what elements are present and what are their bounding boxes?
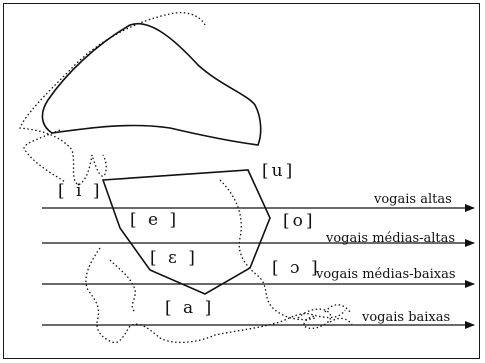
vocal-tract-contour: [20, 13, 205, 185]
vowel-e-label: [ e ]: [130, 212, 179, 229]
throat-contour-right: [325, 305, 352, 324]
palate-outline: [42, 24, 260, 145]
vowel-open-e-label: [ ɛ ]: [150, 250, 198, 267]
vowel-trapezoid: [103, 170, 270, 294]
row-label-mid-high: vogais médias-altas: [326, 232, 455, 245]
vowel-i-label: [ i ]: [58, 183, 103, 200]
row-label-high: vogais altas: [374, 193, 452, 206]
row-label-mid-low: vogais médias-baixas: [316, 268, 456, 281]
jaw-contour-2: [110, 260, 135, 312]
row-label-low: vogais baixas: [362, 311, 450, 324]
vowel-a-label: [ a ]: [165, 300, 214, 317]
vowel-open-o-label: [ ɔ ]: [272, 260, 321, 277]
vowel-u-label: [u]: [262, 163, 295, 180]
vowel-o-label: [o]: [283, 213, 316, 230]
throat-contour: [220, 180, 315, 320]
vocal-tract-contour-lower: [24, 130, 65, 182]
